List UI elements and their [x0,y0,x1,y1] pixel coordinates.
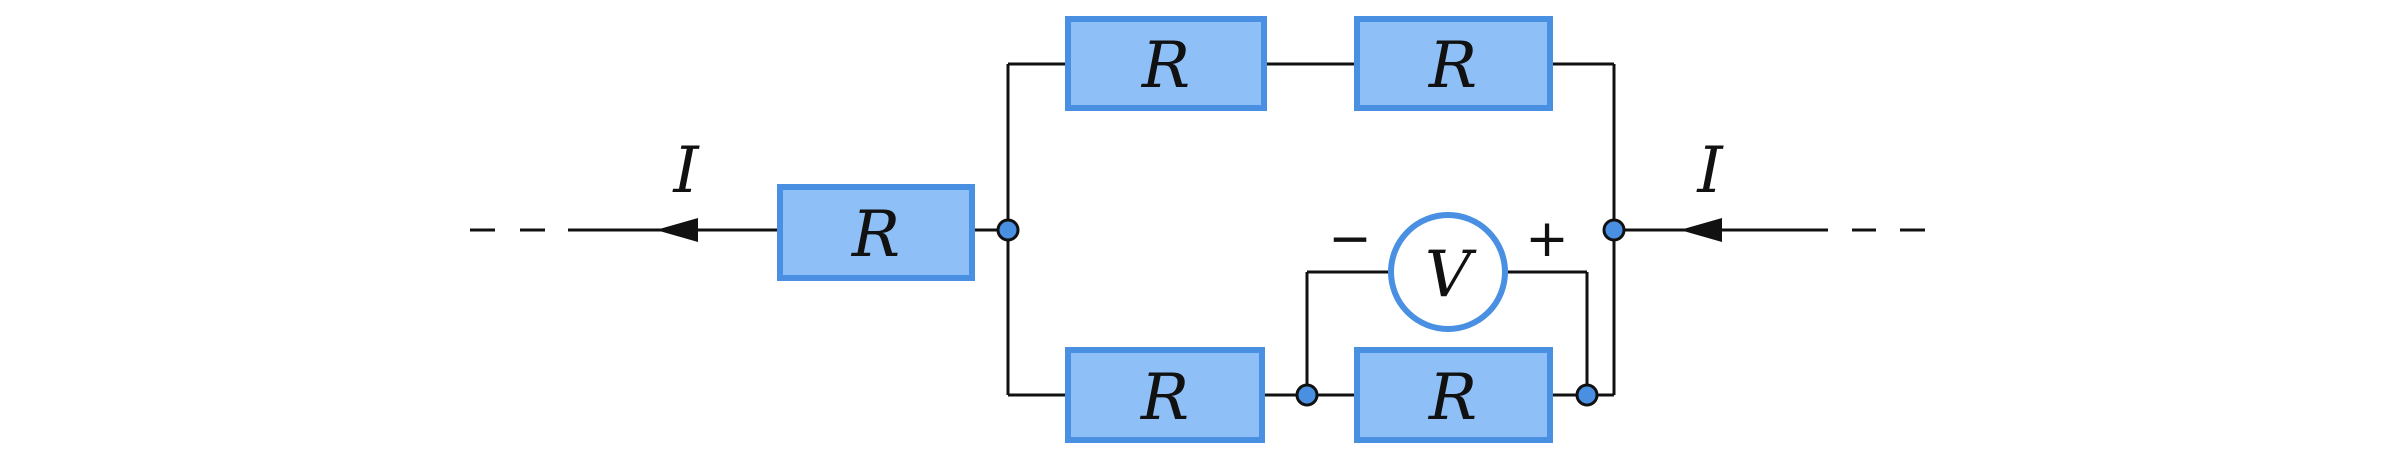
wires [568,62,1828,397]
resistor-top-right: R [1354,16,1553,111]
voltmeter-minus-sign: − [1328,209,1372,269]
resistor-series: R [777,184,975,281]
resistor-top-left-label: R [1141,29,1190,103]
junction-bottom-middle [1295,383,1319,407]
resistor-bottom-left: R [1065,347,1265,443]
resistor-bottom-right-label: R [1428,361,1477,435]
resistor-bottom-left-label: R [1140,361,1189,435]
resistor-bottom-right: R [1354,347,1553,443]
resistor-series-label: R [851,198,900,272]
current-arrow-left [656,218,698,242]
current-label-right: I [1696,134,1724,208]
resistor-top-left: R [1065,16,1267,111]
junction-right [1602,218,1626,242]
current-label-left: I [672,134,700,208]
voltmeter-plus-sign: + [1525,209,1569,269]
resistor-top-right-label: R [1428,29,1477,103]
voltmeter-label: V [1425,238,1477,312]
voltmeter: V [1388,212,1508,332]
current-arrow-right [1680,218,1722,242]
junction-bottom-right [1575,383,1599,407]
junction-left [996,218,1020,242]
